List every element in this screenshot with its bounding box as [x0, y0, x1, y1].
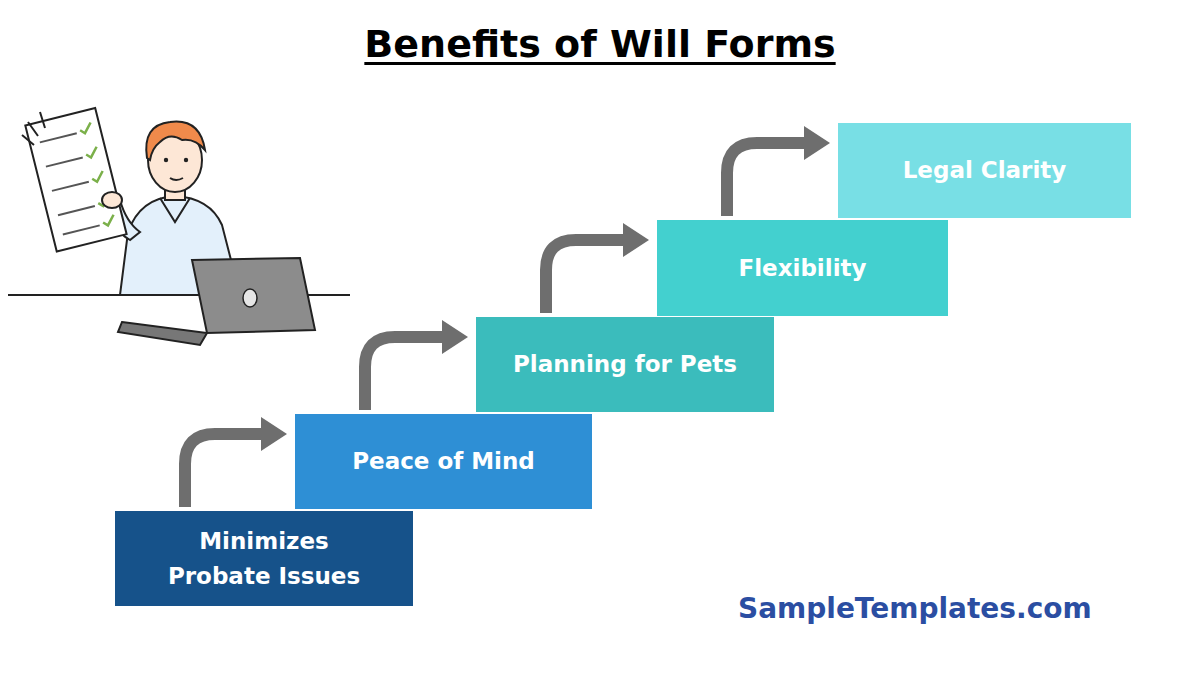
arrow-shaft [546, 240, 627, 313]
step-box: Legal Clarity [838, 123, 1131, 218]
curved-arrow [546, 223, 649, 313]
arrow-head [804, 126, 830, 160]
checklist-paper [25, 108, 126, 252]
curved-arrow [365, 320, 468, 410]
step-label: Legal Clarity [903, 153, 1067, 188]
curved-arrow [185, 417, 287, 507]
step-label: Peace of Mind [352, 444, 535, 479]
title-wrap: Benefits of Will Forms [0, 22, 1200, 66]
watermark: SampleTemplates.com [738, 592, 1092, 625]
diagram-title: Benefits of Will Forms [364, 22, 835, 66]
step-box: Peace of Mind [295, 414, 592, 509]
curved-arrow [727, 126, 830, 216]
step-label: Planning for Pets [513, 347, 737, 382]
step-label: Minimizes Probate Issues [149, 524, 379, 593]
arrow-shaft [365, 337, 446, 410]
step-label: Flexibility [738, 251, 866, 286]
arrow-head [261, 417, 287, 451]
hair [146, 122, 205, 160]
arrow-shaft [185, 434, 265, 507]
step-box: Minimizes Probate Issues [115, 511, 413, 606]
step-box: Planning for Pets [476, 317, 774, 412]
arrow-head [623, 223, 649, 257]
arrow-head [442, 320, 468, 354]
laptop [192, 258, 315, 333]
step-box: Flexibility [657, 220, 948, 316]
arrow-shaft [727, 143, 808, 216]
